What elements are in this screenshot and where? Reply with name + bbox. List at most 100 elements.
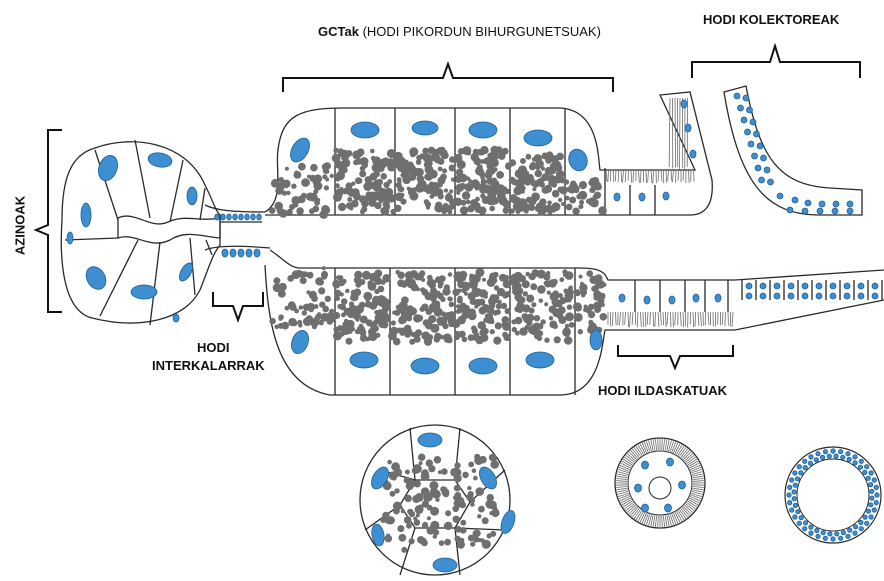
granule [482, 278, 486, 282]
granule [468, 491, 474, 497]
nucleus [805, 200, 811, 206]
granule [317, 312, 321, 316]
striation [658, 516, 659, 527]
granule [322, 266, 326, 270]
granule [539, 299, 543, 303]
granule [466, 151, 471, 156]
nucleus [809, 531, 813, 535]
granule [454, 485, 461, 492]
granule [531, 302, 536, 307]
granule [319, 210, 328, 219]
granule [326, 314, 332, 320]
nucleus [808, 461, 812, 465]
granule [381, 298, 390, 307]
granule [496, 303, 502, 309]
granule [517, 302, 525, 310]
granule [466, 200, 471, 205]
granule [333, 332, 342, 341]
granule [474, 333, 479, 338]
nucleus [823, 536, 827, 540]
nucleus [827, 454, 831, 458]
granule [456, 309, 461, 314]
granule [602, 283, 606, 287]
granule [524, 209, 529, 214]
granule [530, 162, 536, 168]
nucleus [835, 532, 839, 536]
striation [675, 170, 676, 183]
granule [333, 312, 340, 319]
striation [610, 170, 611, 181]
nucleus [469, 358, 497, 374]
granule [532, 193, 538, 199]
granule [308, 317, 313, 322]
granule [503, 280, 511, 288]
nucleus [411, 358, 439, 374]
nucleus [642, 461, 649, 469]
striation [615, 170, 616, 181]
granule [566, 204, 573, 211]
nucleus [288, 328, 311, 356]
nucleus [350, 352, 378, 368]
nucleus [788, 485, 792, 489]
nucleus [819, 201, 825, 207]
nucleus [669, 296, 675, 304]
granule [492, 506, 497, 511]
granule [564, 179, 569, 184]
nucleus [790, 478, 794, 482]
granule [302, 310, 307, 315]
granule [530, 283, 537, 290]
granule [387, 460, 392, 465]
nucleus [869, 515, 873, 519]
granule [462, 191, 470, 199]
striation [641, 312, 642, 327]
nucleus [814, 458, 818, 462]
granule [390, 491, 396, 497]
granule [501, 200, 505, 204]
granule [387, 516, 395, 524]
granule [421, 469, 429, 477]
nucleus [787, 493, 791, 497]
nucleus [788, 293, 794, 299]
granule [299, 305, 304, 310]
nucleus [245, 214, 250, 220]
nucleus [793, 483, 797, 487]
nucleus [865, 521, 869, 525]
striation [663, 516, 664, 527]
nucleus [251, 214, 256, 220]
granule [467, 205, 474, 212]
nucleus [872, 283, 878, 289]
granule [333, 148, 339, 154]
granule [318, 320, 324, 326]
granule [460, 520, 466, 526]
nucleus [853, 525, 857, 529]
nucleus [833, 201, 839, 207]
striation [665, 516, 667, 527]
granule [411, 150, 415, 154]
granule [377, 165, 385, 173]
nucleus [690, 150, 696, 158]
granule [468, 334, 475, 341]
granule [567, 304, 573, 310]
intercalated-lower-outer [205, 246, 270, 250]
granule [450, 468, 459, 477]
granule [438, 280, 444, 286]
nucleus [173, 314, 179, 322]
granule [346, 186, 351, 191]
granule [479, 330, 485, 336]
striation [658, 439, 659, 450]
granule [353, 192, 358, 197]
granule [552, 308, 561, 317]
granule [543, 274, 550, 281]
granule [544, 338, 549, 343]
striated-label: HODI ILDASKATUAK [598, 383, 727, 398]
nucleus [817, 208, 823, 214]
striation [693, 486, 704, 487]
granule [372, 325, 379, 332]
granule [433, 534, 437, 538]
granule [365, 301, 372, 308]
granule [419, 273, 425, 279]
granule [491, 178, 497, 184]
striation [620, 465, 630, 470]
nucleus [869, 471, 873, 475]
nucleus [663, 192, 669, 200]
